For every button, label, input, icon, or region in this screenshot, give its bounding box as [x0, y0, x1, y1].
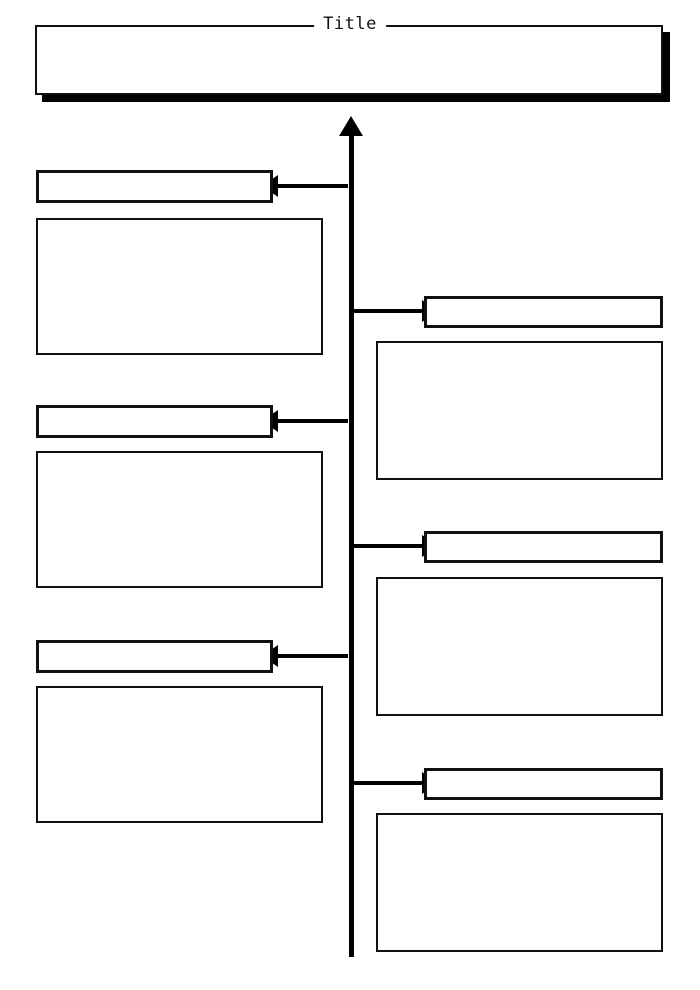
entry-2-content-box[interactable] [376, 341, 663, 480]
entry-2-label-box[interactable] [424, 296, 663, 328]
connector-line [278, 654, 348, 658]
connector-line [354, 781, 422, 785]
entry-2-content-text [378, 343, 661, 351]
entry-4-label-box[interactable] [424, 531, 663, 563]
entry-1-content-box[interactable] [36, 218, 323, 355]
entry-6-content-box[interactable] [376, 813, 663, 952]
entry-3-label-box[interactable] [36, 405, 273, 438]
connector-line [278, 184, 348, 188]
entry-5-label-text [39, 643, 270, 651]
entry-5-content-text [38, 688, 321, 696]
page-title: Title [314, 16, 386, 33]
connector-line [278, 419, 348, 423]
entry-6-content-text [378, 815, 661, 823]
timeline-arrowhead-up-icon [339, 116, 363, 136]
entry-3-content-box[interactable] [36, 451, 323, 588]
title-box[interactable] [35, 25, 663, 95]
entry-3-content-text [38, 453, 321, 461]
entry-1-content-text [38, 220, 321, 228]
timeline-shaft [349, 132, 354, 957]
connector-line [354, 544, 422, 548]
entry-6-label-box[interactable] [424, 768, 663, 800]
entry-4-label-text [427, 534, 660, 542]
entry-5-content-box[interactable] [36, 686, 323, 823]
entry-4-content-text [378, 579, 661, 587]
entry-3-label-text [39, 408, 270, 416]
entry-6-label-text [427, 771, 660, 779]
entry-1-label-text [39, 173, 270, 181]
entry-4-content-box[interactable] [376, 577, 663, 716]
entry-1-label-box[interactable] [36, 170, 273, 203]
connector-line [354, 309, 422, 313]
entry-5-label-box[interactable] [36, 640, 273, 673]
entry-2-label-text [427, 299, 660, 307]
